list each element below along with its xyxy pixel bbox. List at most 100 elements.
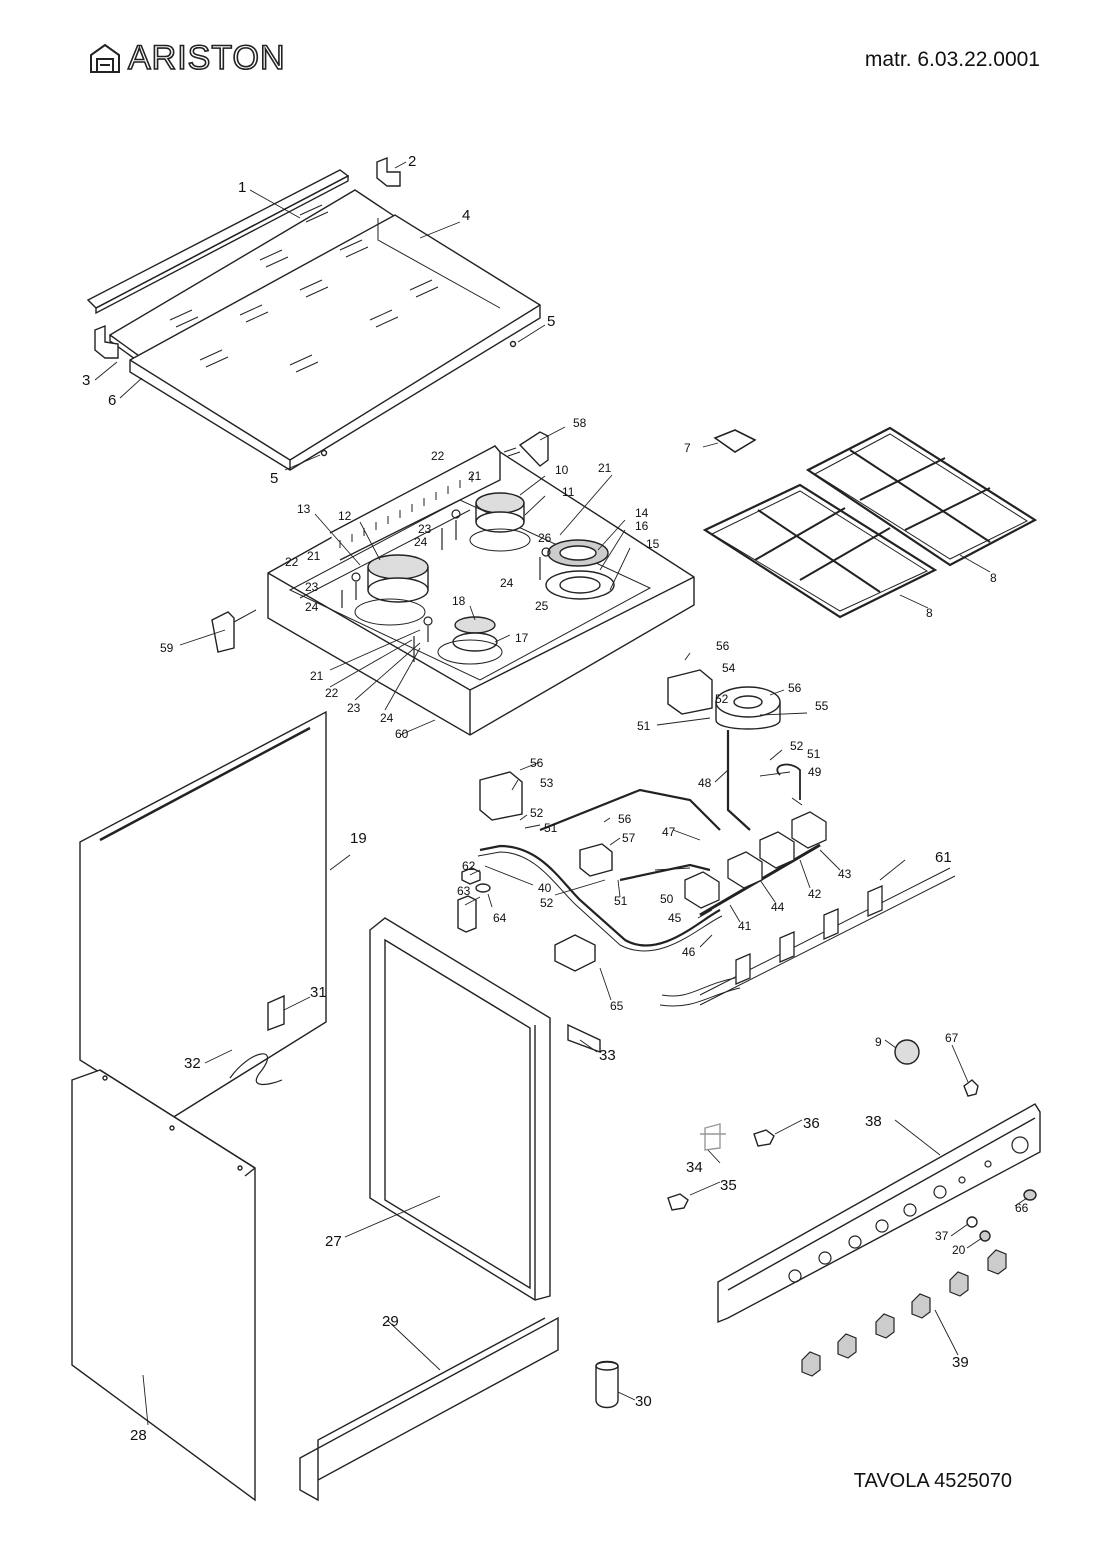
part-label: 15: [646, 537, 660, 551]
part-label: 4: [462, 207, 470, 224]
part-label: 26: [538, 531, 552, 545]
part-label: 51: [544, 821, 558, 835]
cable-32: [229, 1053, 283, 1086]
part-label: 51: [614, 894, 628, 908]
plinth: [299, 1316, 619, 1502]
table-code: TAVOLA 4525070: [853, 1470, 1012, 1492]
part-label: 28: [130, 1427, 147, 1444]
part-label: 60: [395, 727, 409, 741]
part-label: 37: [935, 1229, 949, 1243]
part-label: 41: [738, 919, 752, 933]
burner-54: [667, 669, 713, 715]
part-label: 42: [808, 887, 822, 901]
part-label: 43: [838, 867, 852, 881]
part-label: 52: [540, 896, 554, 910]
part-label: 58: [573, 416, 587, 430]
part-label: 51: [807, 747, 821, 761]
part-label: 56: [788, 681, 802, 695]
part-label: 24: [380, 711, 394, 725]
part-label: 23: [347, 701, 361, 715]
part-label: 52: [530, 806, 544, 820]
part-label: 49: [808, 765, 822, 779]
part-label: 24: [305, 600, 319, 614]
part-label: 35: [720, 1177, 737, 1194]
part-label: 62: [462, 859, 476, 873]
timer-knob-9: [894, 1039, 920, 1065]
clip-31: [267, 994, 285, 1032]
part-label: 47: [662, 825, 676, 839]
glass-lid: [86, 156, 541, 471]
part-label: 46: [682, 945, 696, 959]
part-label: 14: [635, 506, 649, 520]
part-label: 22: [285, 555, 299, 569]
part-label: 6: [108, 392, 116, 409]
burner-53: [479, 771, 523, 821]
part-label: 34: [686, 1159, 703, 1176]
part-label: 67: [945, 1031, 959, 1045]
control-panel: [667, 1039, 1041, 1377]
part-label: 3: [82, 372, 90, 389]
ring-20: [979, 1230, 991, 1242]
part-label: 57: [622, 831, 636, 845]
part-label: 32: [184, 1055, 201, 1072]
part-label: 51: [637, 719, 651, 733]
burner-large-left: [354, 554, 429, 626]
part-label: 52: [790, 739, 804, 753]
button-66: [1023, 1189, 1037, 1201]
part-label: 21: [468, 469, 482, 483]
part-label: 61: [935, 849, 952, 866]
part-label: 20: [952, 1243, 966, 1257]
part-label: 54: [722, 661, 736, 675]
part-label: 45: [668, 911, 682, 925]
part-label: 25: [535, 599, 549, 613]
pan-supports: [702, 426, 1038, 619]
part-label: 56: [618, 812, 632, 826]
brand-name: ARISTON: [127, 38, 286, 78]
part-label: 64: [493, 911, 507, 925]
part-label: 53: [540, 776, 554, 790]
part-label: 21: [307, 549, 321, 563]
part-label: 2: [408, 153, 416, 170]
part-label: 40: [538, 881, 552, 895]
part-label: 56: [716, 639, 730, 653]
switch-67: [963, 1079, 979, 1097]
hinge-left: [94, 324, 119, 359]
switch-36: [753, 1129, 775, 1147]
part-label: 23: [305, 580, 319, 594]
part-label: 24: [414, 535, 428, 549]
injector-62: [461, 867, 481, 885]
part-label: 44: [771, 900, 785, 914]
part-label: 7: [684, 441, 691, 455]
part-label: 16: [635, 519, 649, 533]
valve-65: [554, 934, 596, 972]
part-label: 8: [990, 571, 997, 585]
part-label: 8: [926, 606, 933, 620]
switch-35: [667, 1193, 689, 1211]
part-label: 52: [715, 692, 729, 706]
burner-wok: [545, 539, 615, 600]
part-number-labels: 1 2 3 4 5 5 6 7 8 8 9 10 11 12 13 14 15 …: [82, 153, 1029, 1444]
part-label: 19: [350, 830, 367, 847]
part-label: 24: [500, 576, 514, 590]
burner-rear: [469, 492, 531, 552]
part-label: 63: [457, 884, 471, 898]
gas-system: [457, 669, 956, 1007]
part-label: 48: [698, 776, 712, 790]
side-panel-right: [79, 710, 327, 1119]
part-label: 22: [325, 686, 339, 700]
hob-top: [211, 431, 695, 736]
part-label: 31: [310, 984, 327, 1001]
part-label: 55: [815, 699, 829, 713]
part-label: 30: [635, 1393, 652, 1410]
part-label: 11: [562, 485, 575, 499]
part-label: 17: [515, 631, 529, 645]
switch-34: [700, 1123, 726, 1151]
injector-63: [457, 895, 477, 933]
part-label: 33: [599, 1047, 616, 1064]
burner-57: [579, 843, 613, 877]
part-label: 29: [382, 1313, 399, 1330]
bracket-59: [211, 611, 235, 653]
part-label: 18: [452, 594, 466, 608]
